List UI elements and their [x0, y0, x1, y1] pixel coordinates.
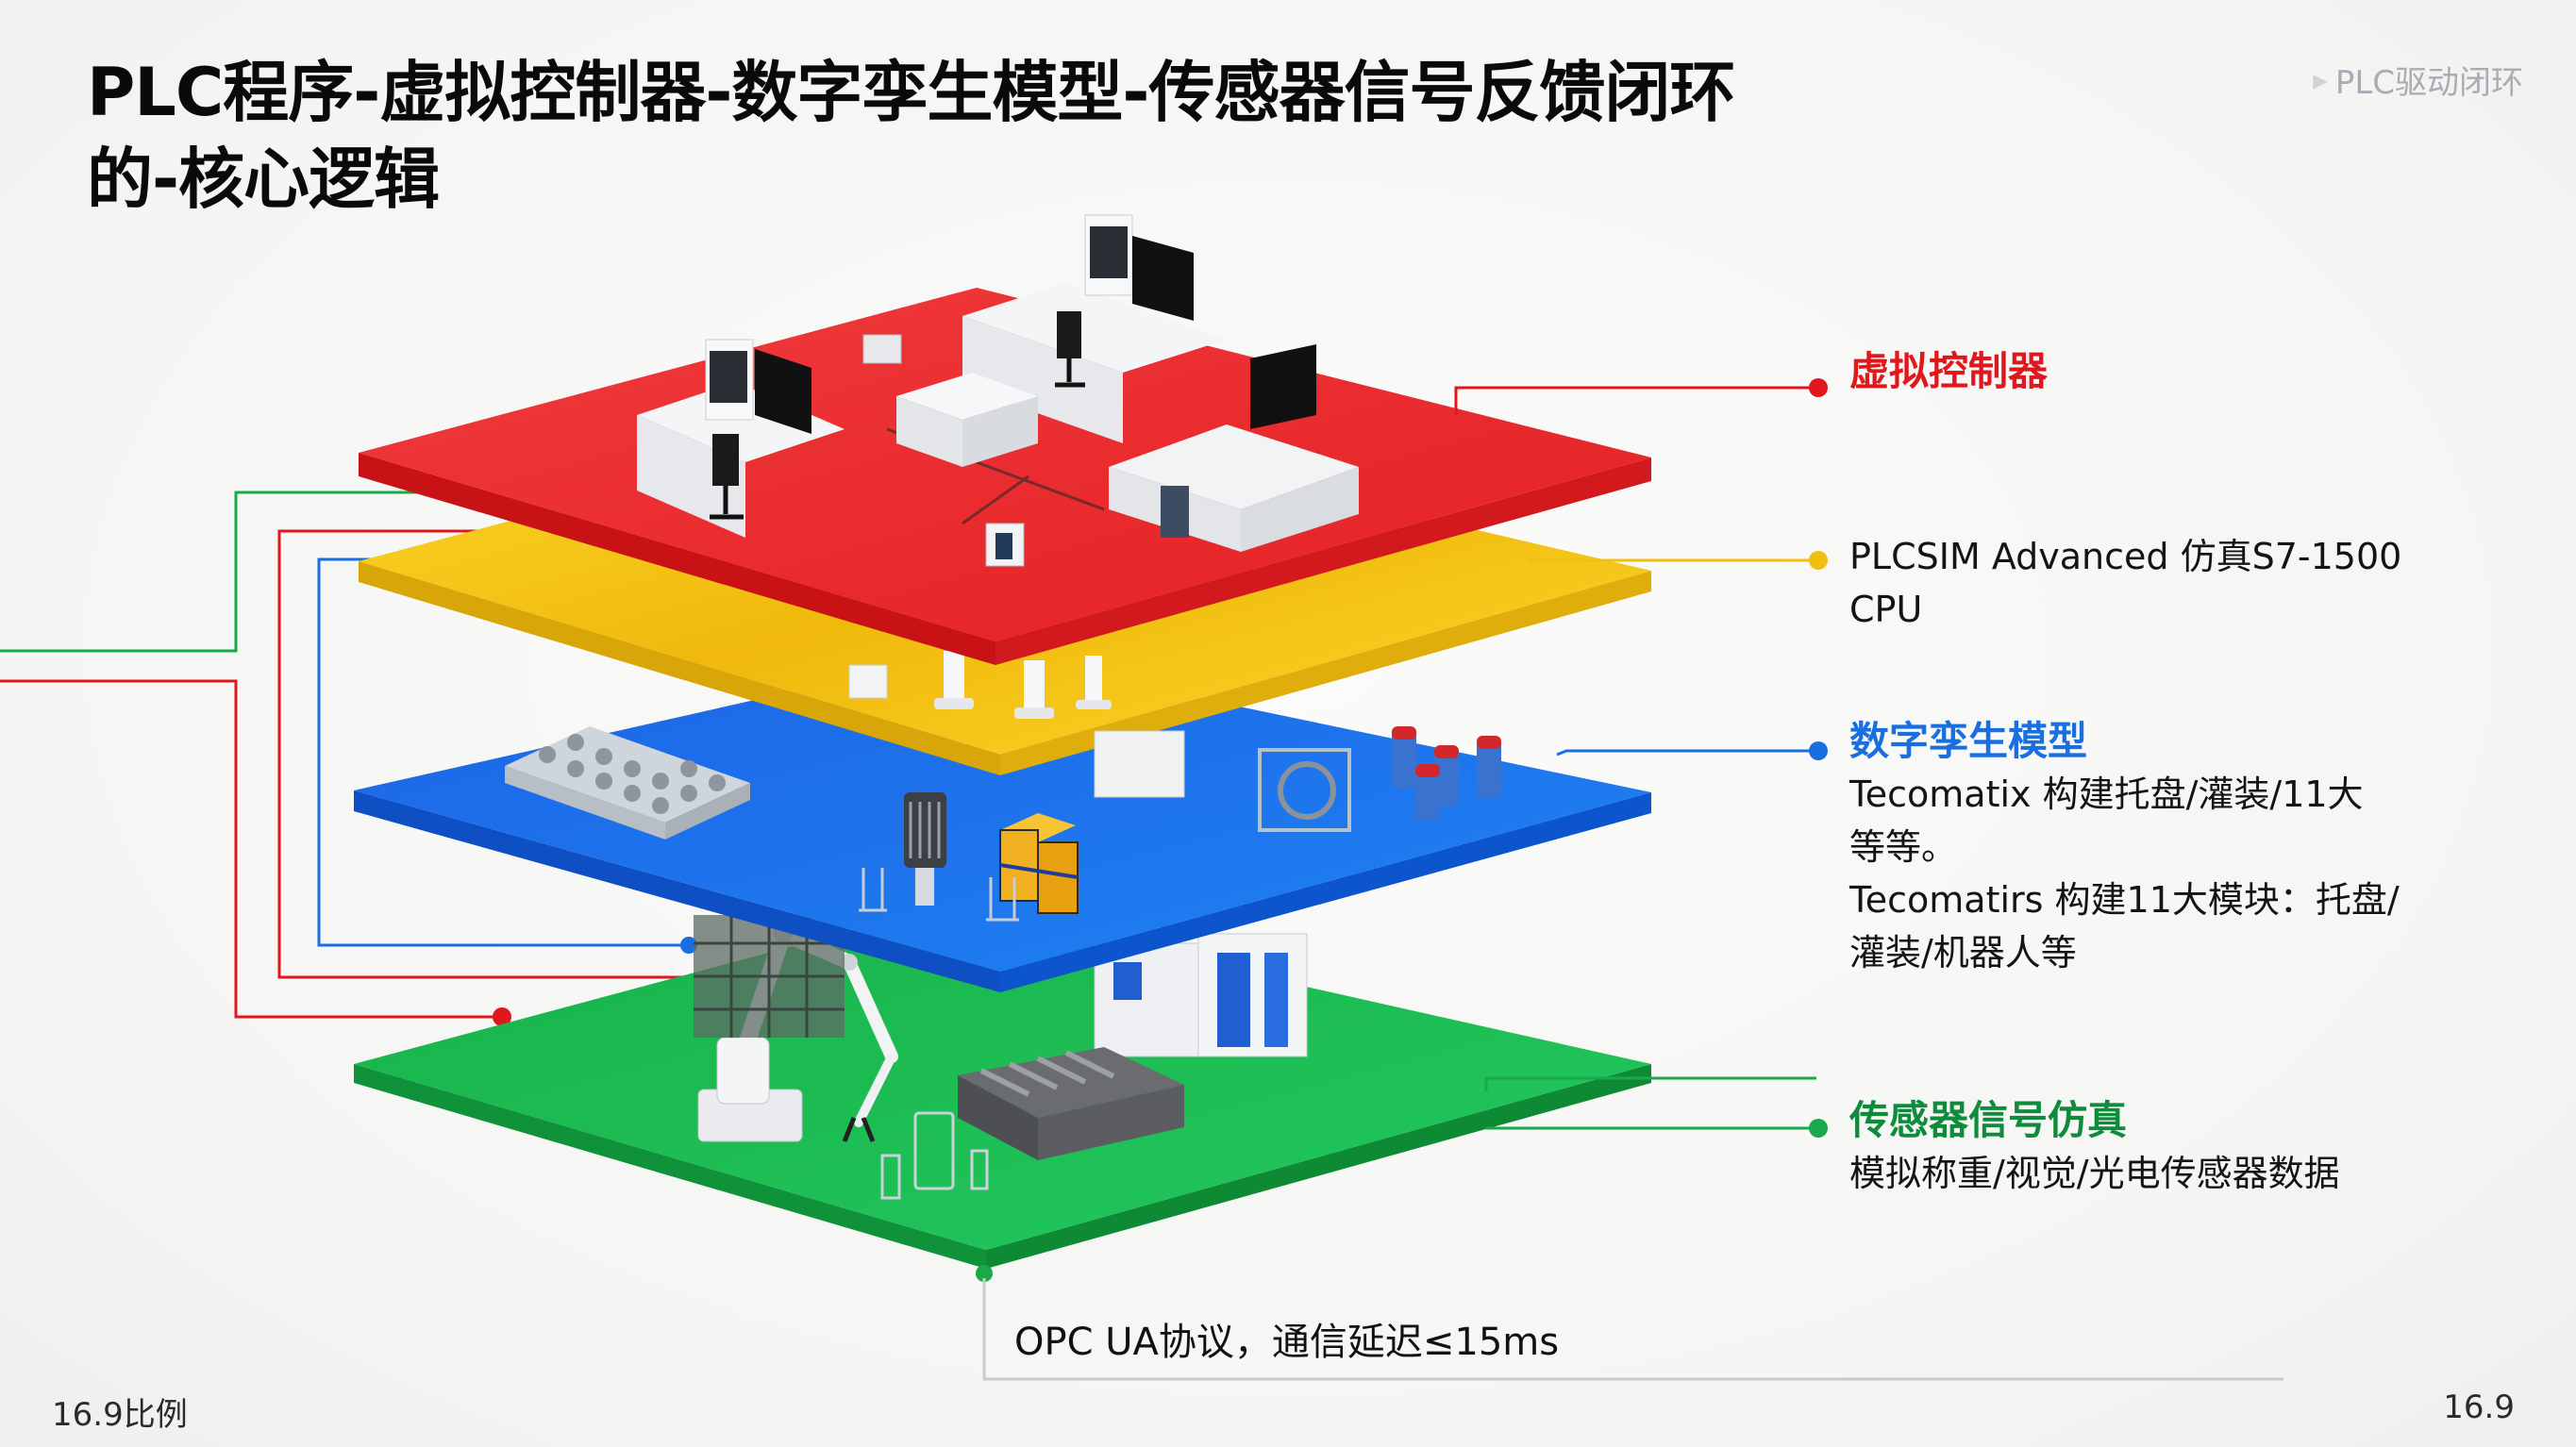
- server-rack-icon: [896, 373, 1038, 467]
- label-plcsim: PLCSIM Advanced 仿真S7-1500 CPU: [1849, 530, 2401, 636]
- workstation-icon: [962, 214, 1227, 443]
- leader-blue: [1556, 749, 1816, 757]
- cabinet-under-icon: [1094, 730, 1185, 798]
- glassware-icon: [880, 1111, 989, 1200]
- page-title: PLC程序-虚拟控制器-数字孪生模型-传感器信号反馈闭环 的-核心逻辑: [87, 49, 1880, 223]
- page-ratio-label: 16.9: [2443, 1389, 2515, 1426]
- protocol-bracket: [976, 1265, 2283, 1381]
- leader-dot-red: [1809, 378, 1828, 397]
- leader-lines: [1454, 386, 1816, 1091]
- label-sensor-sim: 传感器信号仿真 模拟称重/视觉/光电传感器数据: [1849, 1094, 2340, 1200]
- label-title: 虚拟控制器: [1849, 348, 2049, 394]
- label-digital-twin: 数字孪生模型 Tecomatix 构建托盘/灌装/11大 等等。 Tecomat…: [1849, 715, 2400, 979]
- label-title: 数字孪生模型: [1849, 718, 2088, 764]
- title-line-2: 的-核心逻辑: [87, 141, 440, 218]
- small-instrument-icon: [862, 334, 1025, 567]
- label-body-line: 灌装/机器人等: [1849, 932, 2077, 973]
- label-body-line: Tecomatix 构建托盘/灌装/11大: [1849, 773, 2364, 815]
- workstation-icon: [637, 339, 845, 538]
- protocol-note: OPC UA协议，通信延迟≤15ms: [1014, 1321, 1560, 1364]
- aspect-ratio-label: 16.9比例: [52, 1396, 188, 1434]
- bottle-cylinders-icon: [1392, 726, 1501, 821]
- label-virtual-controller: 虚拟控制器: [1849, 345, 2048, 398]
- filling-machine-icon: [904, 792, 946, 906]
- play-triangle-icon: ▶: [2313, 68, 2328, 91]
- controller-cabinet-icon: [1109, 344, 1359, 552]
- connector-red-outer: [0, 679, 502, 1019]
- corner-tag-text: PLC驱动闭环: [2334, 64, 2523, 102]
- label-body-line: Tecomatirs 构建11大模块：托盘/: [1849, 879, 2400, 921]
- control-cabinet-icon: [1094, 933, 1308, 1057]
- leader-dot-blue: [1809, 741, 1828, 760]
- cardboard-boxes-icon: [999, 813, 1079, 914]
- leader-red: [1454, 386, 1816, 415]
- tooling-tray-icon: [958, 1047, 1184, 1160]
- layer-green-sensor: [354, 906, 1651, 1269]
- label-body-line: PLCSIM Advanced 仿真S7-1500: [1849, 536, 2402, 577]
- label-title: 传感器信号仿真: [1849, 1097, 2128, 1143]
- title-line-1: PLC程序-虚拟控制器-数字孪生模型-传感器信号反馈闭环: [87, 54, 1735, 131]
- leader-green: [1484, 1076, 1816, 1091]
- connector-dot-blue-lower: [680, 937, 697, 954]
- leader-dot-yellow: [1809, 551, 1828, 570]
- small-robots-icon: [848, 651, 1112, 719]
- machine-frame-icon: [1258, 748, 1351, 832]
- parts-tray-icon: [505, 726, 750, 840]
- label-body-line: 等等。: [1849, 826, 1958, 868]
- corner-tag: ▶ PLC驱动闭环: [2313, 57, 2523, 103]
- layer-blue-digital-twin: [354, 651, 1651, 992]
- connector-red-inner: [277, 529, 944, 979]
- connector-green-top: [0, 491, 451, 653]
- layer-red-virtual-controller: [359, 214, 1651, 665]
- leader-dot-green: [1809, 1119, 1828, 1138]
- label-body-line: 模拟称重/视觉/光电传感器数据: [1849, 1153, 2340, 1194]
- label-body-line: CPU: [1849, 589, 1923, 630]
- lab-stands-icon: [859, 868, 1019, 922]
- connector-dot-red-lower: [493, 1007, 511, 1026]
